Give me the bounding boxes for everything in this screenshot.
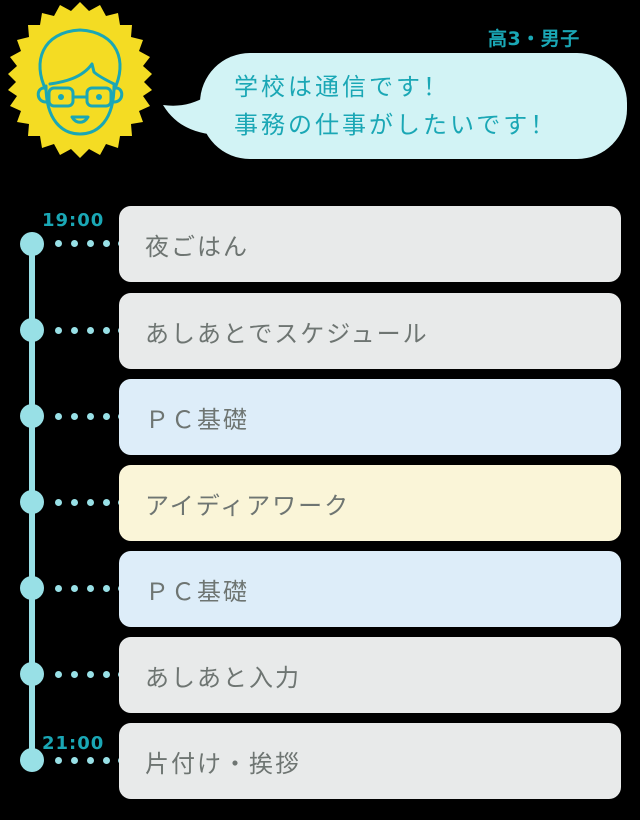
- speech-line-2: 事務の仕事がしたいです！: [234, 111, 558, 139]
- schedule-item-pc-basics: ＰＣ基礎: [119, 379, 621, 455]
- grade-label: 高3・男子: [488, 28, 580, 50]
- timeline-node: [20, 318, 44, 342]
- timeline-node: [20, 404, 44, 428]
- timeline-node: [20, 748, 44, 772]
- speech-line-1: 学校は通信です！: [234, 73, 450, 101]
- avatar-badge: [2, 2, 158, 158]
- timeline-node: [20, 576, 44, 600]
- schedule-item-label: アイディアワーク: [145, 491, 351, 520]
- schedule-item-label: あしあとでスケジュール: [145, 319, 429, 348]
- schedule-item-label: あしあと入力: [145, 663, 301, 692]
- schedule-item-dinner: 夜ごはん: [119, 206, 621, 282]
- start-time: 19:00: [42, 210, 105, 231]
- timeline-connector: [55, 499, 125, 507]
- schedule-item-ashiato-schedule: あしあとでスケジュール: [119, 293, 621, 369]
- end-time: 21:00: [42, 733, 105, 754]
- speech-text: 学校は通信です！ 事務の仕事がしたいです！: [234, 68, 557, 144]
- timeline-node: [20, 232, 44, 256]
- timeline-connector: [55, 585, 125, 593]
- timeline-connector: [55, 413, 125, 421]
- schedule-item-label: 片付け・挨拶: [145, 749, 301, 778]
- schedule-item-label: ＰＣ基礎: [145, 405, 249, 434]
- schedule-item-pc-basics-2: ＰＣ基礎: [119, 551, 621, 627]
- timeline-node: [20, 490, 44, 514]
- timeline-connector: [55, 757, 125, 765]
- schedule-item-cleanup-greeting: 片付け・挨拶: [119, 723, 621, 799]
- schedule-item-label: 夜ごはん: [145, 232, 249, 261]
- timeline-connector: [55, 327, 125, 335]
- schedule-item-label: ＰＣ基礎: [145, 577, 249, 606]
- timeline-connector: [55, 240, 125, 248]
- timeline-connector: [55, 671, 125, 679]
- timeline-node: [20, 662, 44, 686]
- speech-bubble: [200, 53, 627, 159]
- schedule-item-idea-work: アイディアワーク: [119, 465, 621, 541]
- schedule-item-ashiato-input: あしあと入力: [119, 637, 621, 713]
- boy-with-glasses-icon: [8, 2, 152, 158]
